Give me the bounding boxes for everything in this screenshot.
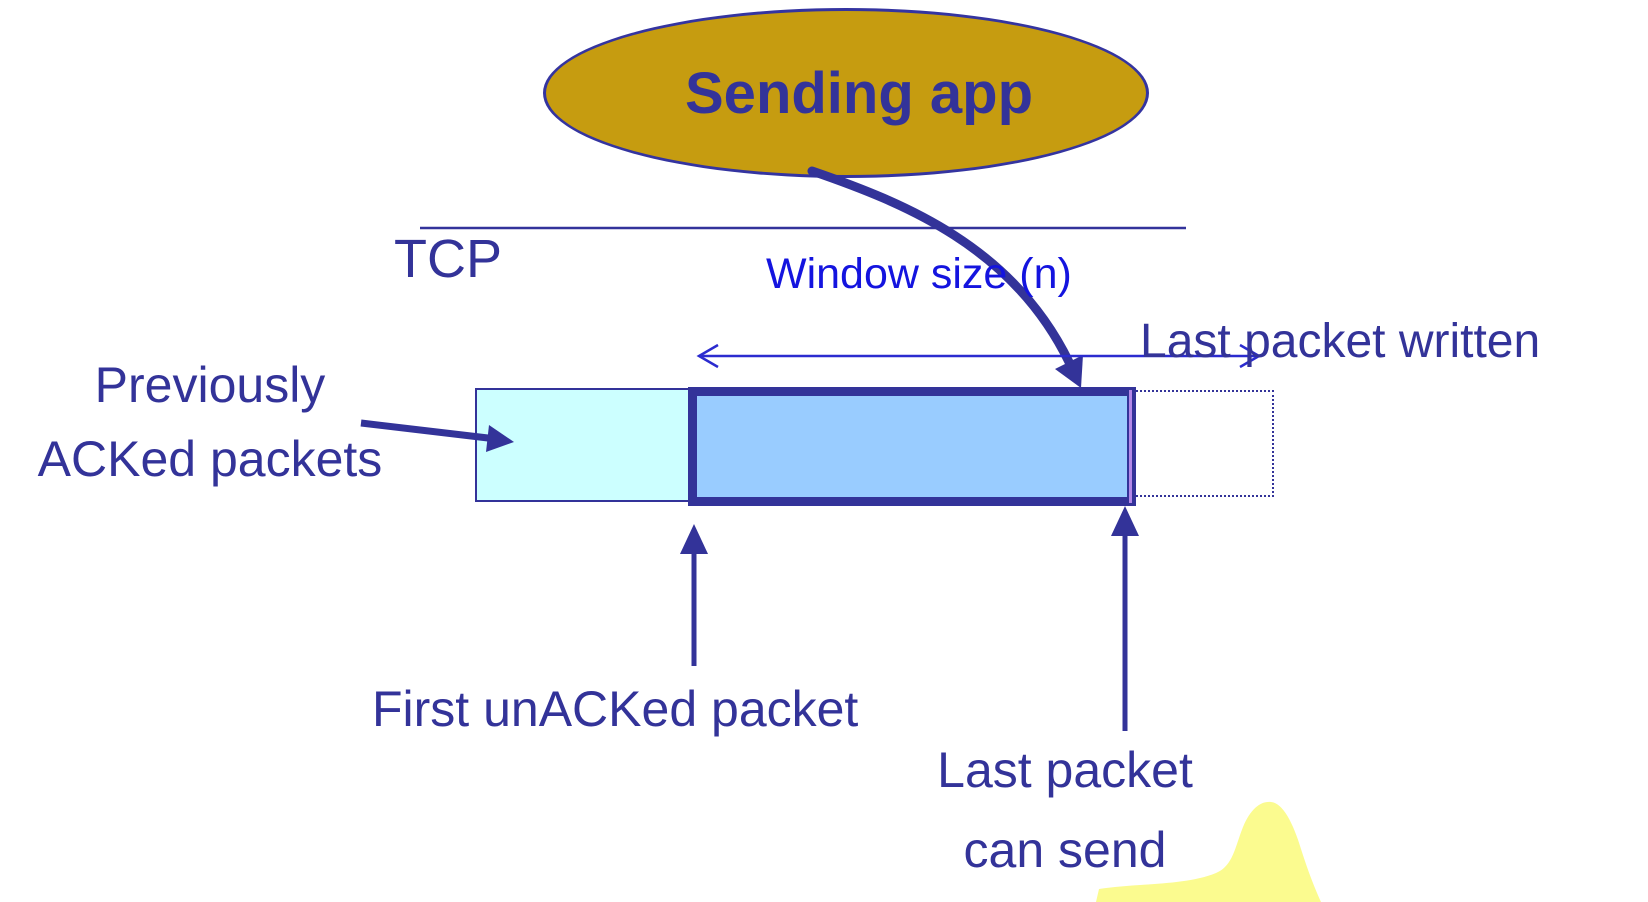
sending-app-ellipse: Sending app <box>543 8 1149 178</box>
previously-acked-label: Previously ACKed packets <box>10 348 410 496</box>
sending-app-label: Sending app <box>685 60 1033 126</box>
first-unacked-arrow <box>680 524 708 666</box>
can-send-arrow <box>1111 506 1139 731</box>
written-unsent-rect <box>1128 390 1274 497</box>
previously-acked-line1: Previously <box>94 357 326 413</box>
tcp-label: TCP <box>394 229 502 289</box>
first-unacked-label: First unACKed packet <box>372 681 859 737</box>
previously-acked-line2: ACKed packets <box>37 431 383 487</box>
can-send-line2: can send <box>963 822 1167 878</box>
last-packet-written-label: Last packet written <box>1140 315 1541 368</box>
window-right-edge-stripe <box>1129 390 1132 503</box>
acked-packets-rect <box>475 388 691 502</box>
window-size-label: Window size (n) <box>766 250 1072 298</box>
can-send-label: Last packet can send <box>865 730 1265 890</box>
can-send-line1: Last packet <box>937 742 1193 798</box>
send-window-rect <box>688 387 1136 506</box>
